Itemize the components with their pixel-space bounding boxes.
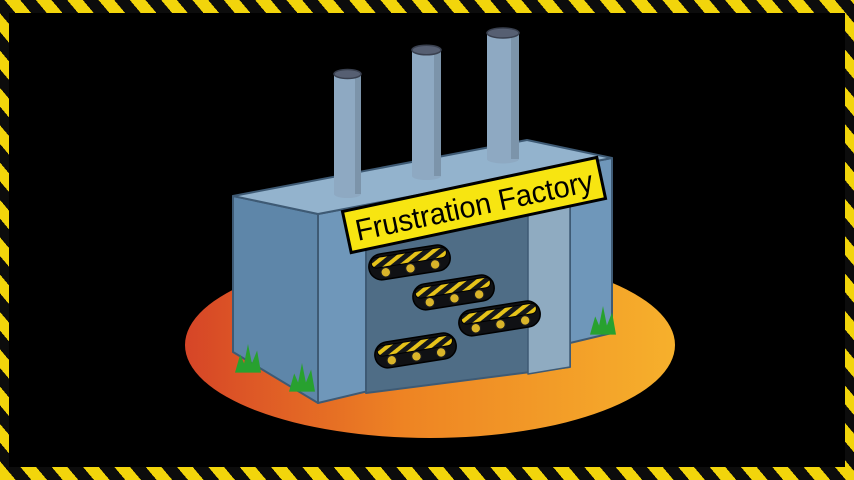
chimney-top [411,44,442,56]
chimney-shade [355,74,361,194]
chimney-shade [511,33,519,159]
chimney-body [487,33,519,159]
chimney-body [334,74,361,194]
chimney-body [412,50,441,176]
chimney-shade [434,50,441,176]
factory-sign-board [340,155,608,255]
chimney-middle [411,44,442,180]
factory-illustration: Frustration Factory [185,27,675,438]
factory-building: Frustration Factory [232,27,613,404]
chimney-right [486,27,520,164]
chimney-left [333,68,362,198]
chimney-top [333,68,362,80]
chimney-top [486,27,520,39]
illustration-stage: Frustration Factory [9,13,845,467]
interior-right-wall [527,200,571,375]
